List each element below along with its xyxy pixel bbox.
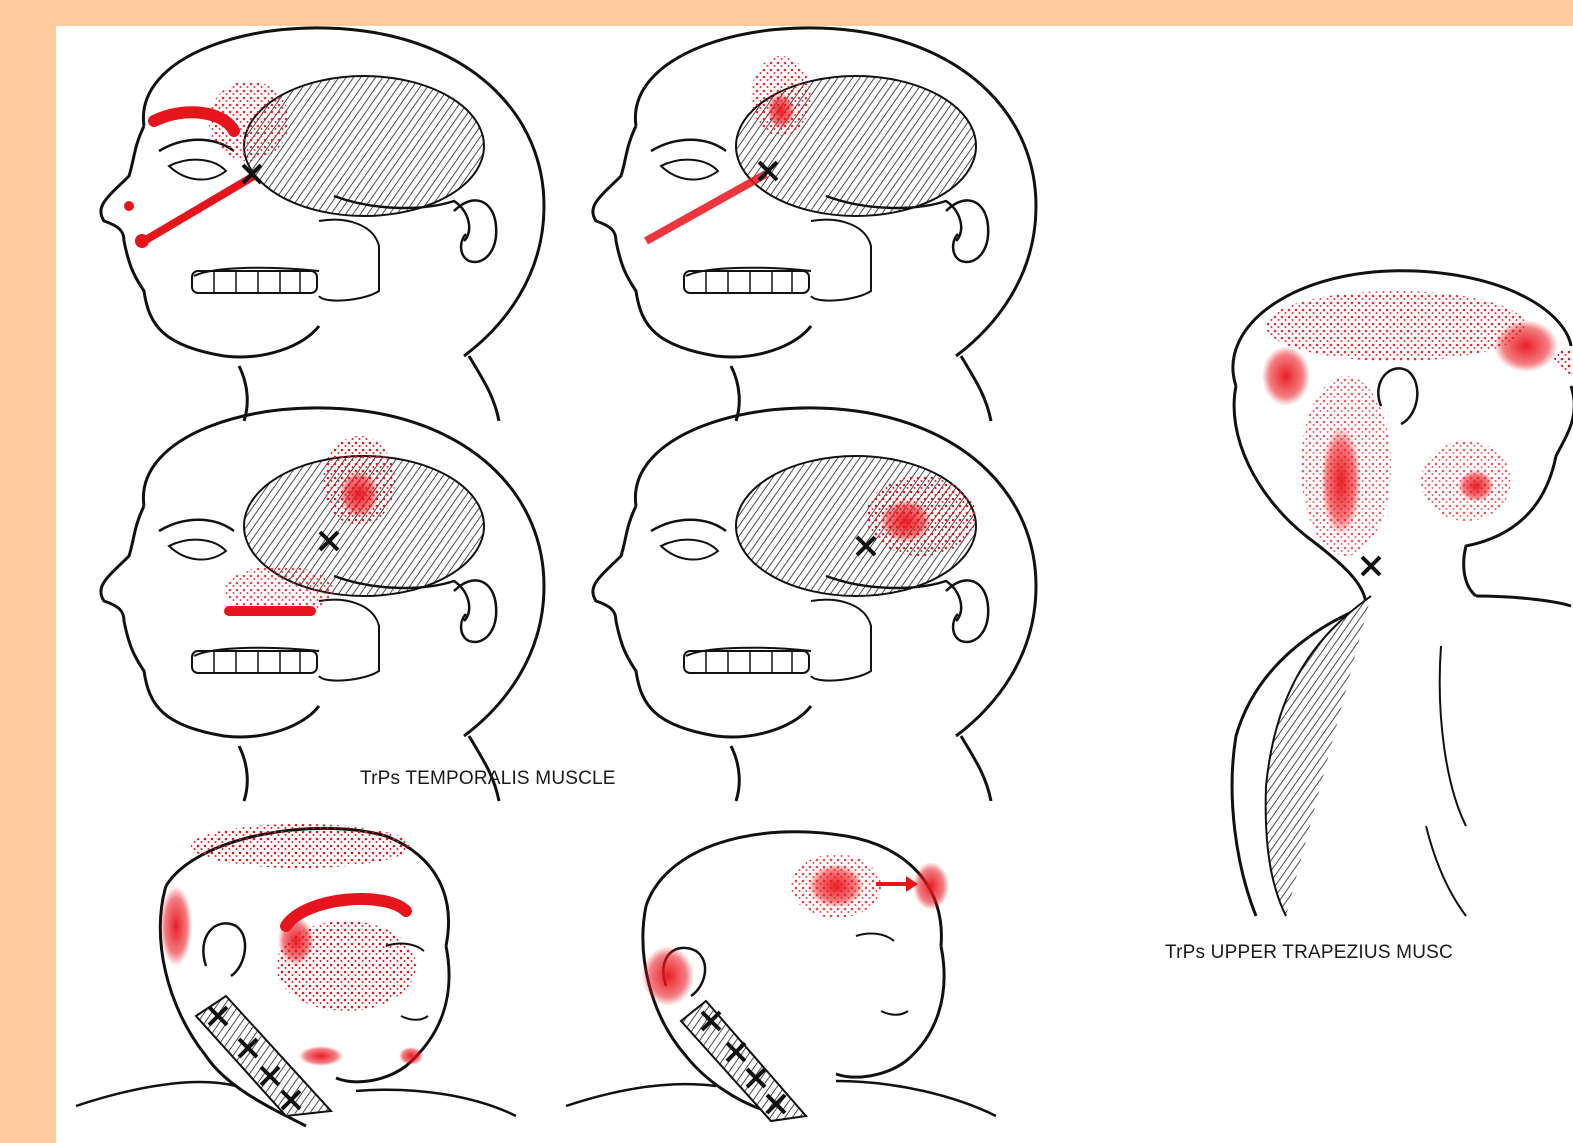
- trigger-point-illustrations: [56, 26, 1573, 1143]
- temporalis-head-3: [101, 408, 544, 801]
- temporalis-head-2: [593, 28, 1036, 421]
- caption-upper-trapezius: TrPs UPPER TRAPEZIUS MUSC: [1165, 942, 1453, 964]
- caption-temporalis: TrPs TEMPORALIS MUSCLE: [360, 768, 616, 790]
- trigger-point-x-icon: [1362, 557, 1380, 575]
- temporalis-head-4: [593, 408, 1036, 801]
- upper-trapezius-head-2: [566, 832, 996, 1121]
- upper-trapezius-profile: [1232, 271, 1573, 916]
- figure-panel: TrPs TEMPORALIS MUSCLE TrPs UPPER TRAPEZ…: [56, 26, 1573, 1143]
- referral-arrow-icon: [876, 876, 918, 892]
- temporalis-head-1: [101, 28, 544, 421]
- upper-trapezius-head-1: [76, 824, 516, 1126]
